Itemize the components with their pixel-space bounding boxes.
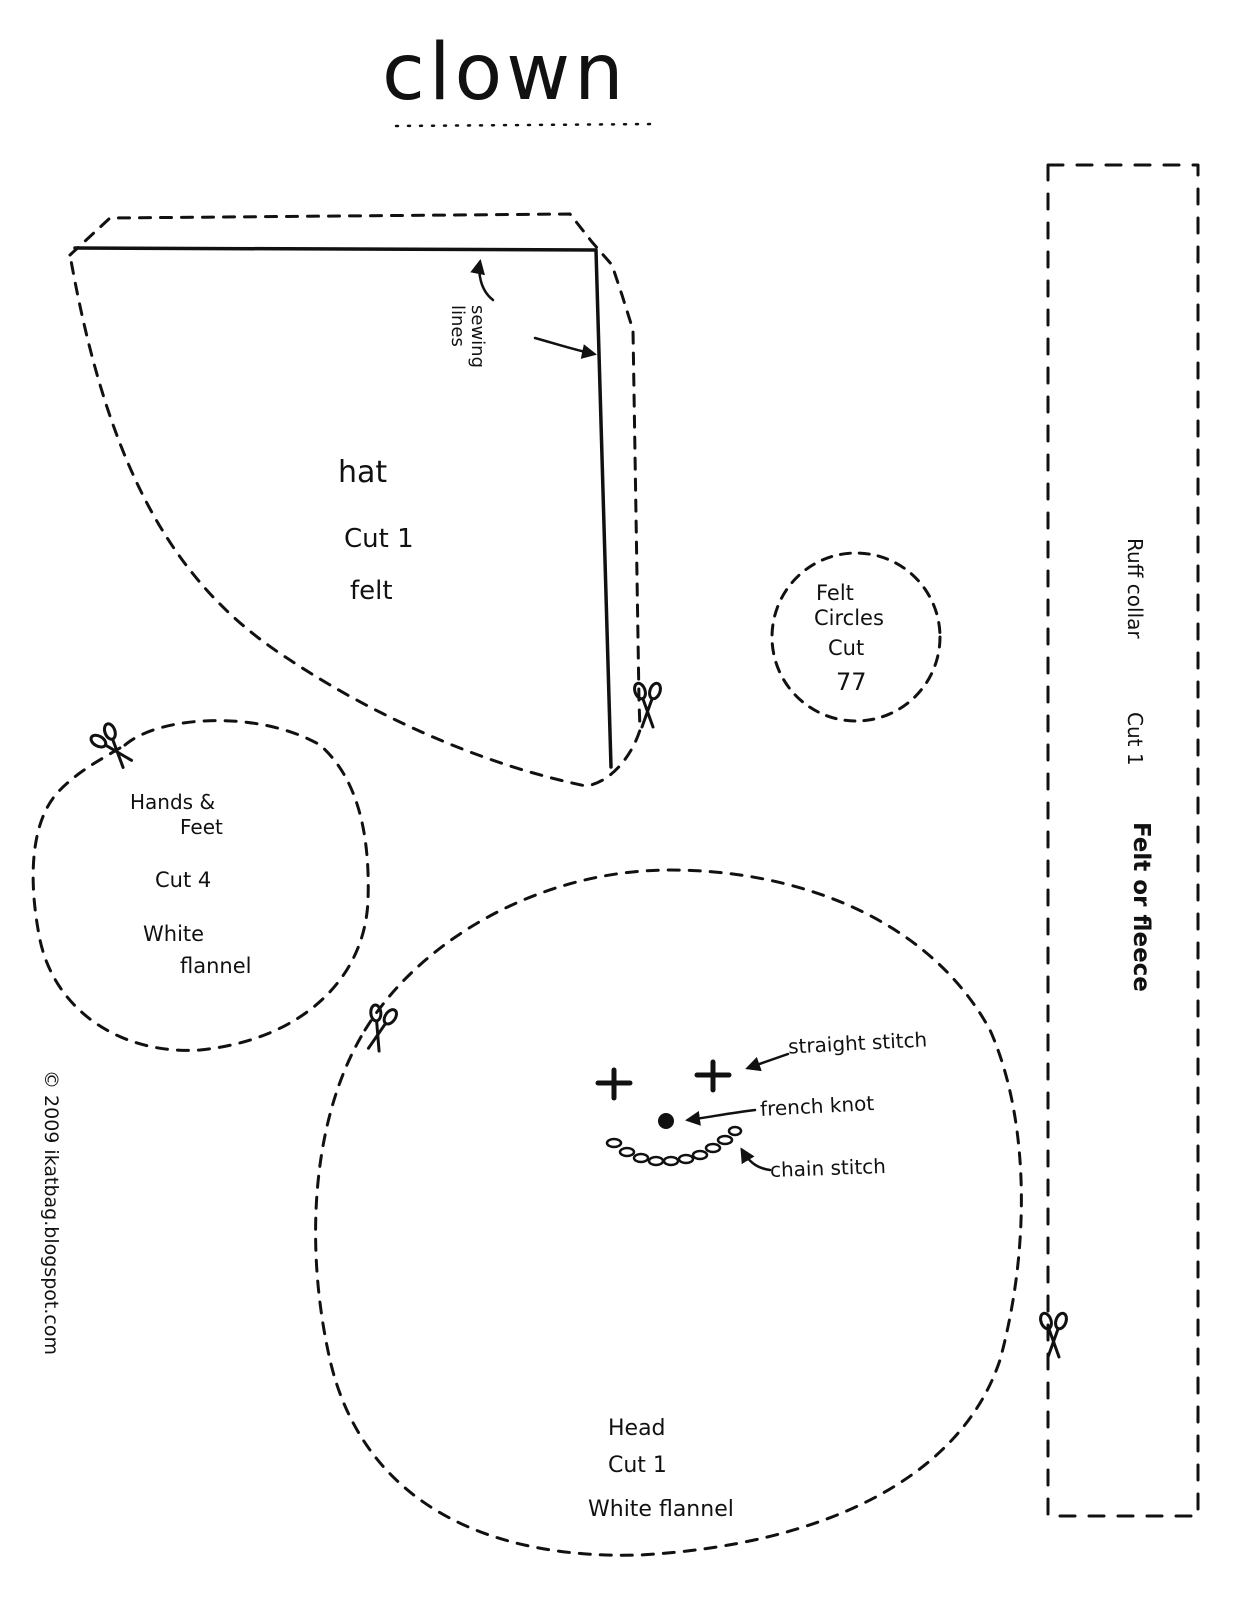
hands-feet-piece: [31, 718, 370, 1052]
hands-material1: White: [143, 922, 205, 946]
face-stitches: [595, 1059, 732, 1101]
scissors-icon: [631, 680, 664, 729]
hat-cut: Cut 1: [344, 524, 414, 554]
circles-line2: Circles: [814, 606, 884, 630]
collar-material: Felt or fleece: [1128, 822, 1154, 992]
sewing-arrow-right: [533, 336, 597, 359]
chain-stitch-label: chain stitch: [769, 1153, 887, 1183]
chain-stitch-arrow: [740, 1147, 772, 1172]
hat-sewing-line: [73, 246, 613, 769]
circles-line3: Cut: [828, 636, 865, 660]
french-knot-dot: [658, 1113, 674, 1129]
collar-cut: Cut 1: [1123, 712, 1147, 766]
hands-material2: flannel: [180, 954, 252, 978]
hat-material: felt: [350, 576, 393, 606]
sewing-lines-annotation: sewing lines: [447, 305, 488, 369]
straight-stitch-arrow: [745, 1052, 790, 1072]
head-material: White flannel: [588, 1497, 734, 1522]
ruff-collar-outline: [1046, 163, 1200, 1518]
french-knot-arrow: [685, 1108, 757, 1126]
hat-cut-line: [68, 212, 642, 788]
hands-feet-outline: [31, 719, 370, 1052]
felt-circle-outline: [770, 551, 942, 723]
scissors-icon: [1037, 1310, 1070, 1359]
hat-piece: [68, 212, 664, 788]
ruff-collar-piece: [1037, 163, 1200, 1518]
hands-cut: Cut 4: [155, 868, 212, 892]
sewing-word: sewing: [467, 305, 488, 369]
title-underline: [394, 122, 660, 128]
circles-line4: 77: [836, 668, 867, 696]
copyright-text: © 2009 ikatbag.blogspot.com: [40, 1070, 62, 1355]
head-outline: [314, 868, 1023, 1557]
page-title: clown: [382, 28, 628, 118]
scissors-icon: [85, 718, 141, 775]
hat-label: hat: [338, 455, 388, 490]
chain-stitch-mouth: [605, 1125, 743, 1167]
lines-word: lines: [447, 305, 468, 347]
sewing-arrow-up: [470, 259, 495, 302]
head-label: Head: [608, 1416, 666, 1441]
hands-line2: Feet: [180, 815, 223, 839]
collar-label: Ruff collar: [1123, 538, 1147, 639]
head-piece: [314, 868, 1023, 1557]
circles-line1: Felt: [816, 581, 854, 605]
head-cut: Cut 1: [608, 1453, 667, 1478]
hands-line1: Hands &: [130, 790, 216, 814]
